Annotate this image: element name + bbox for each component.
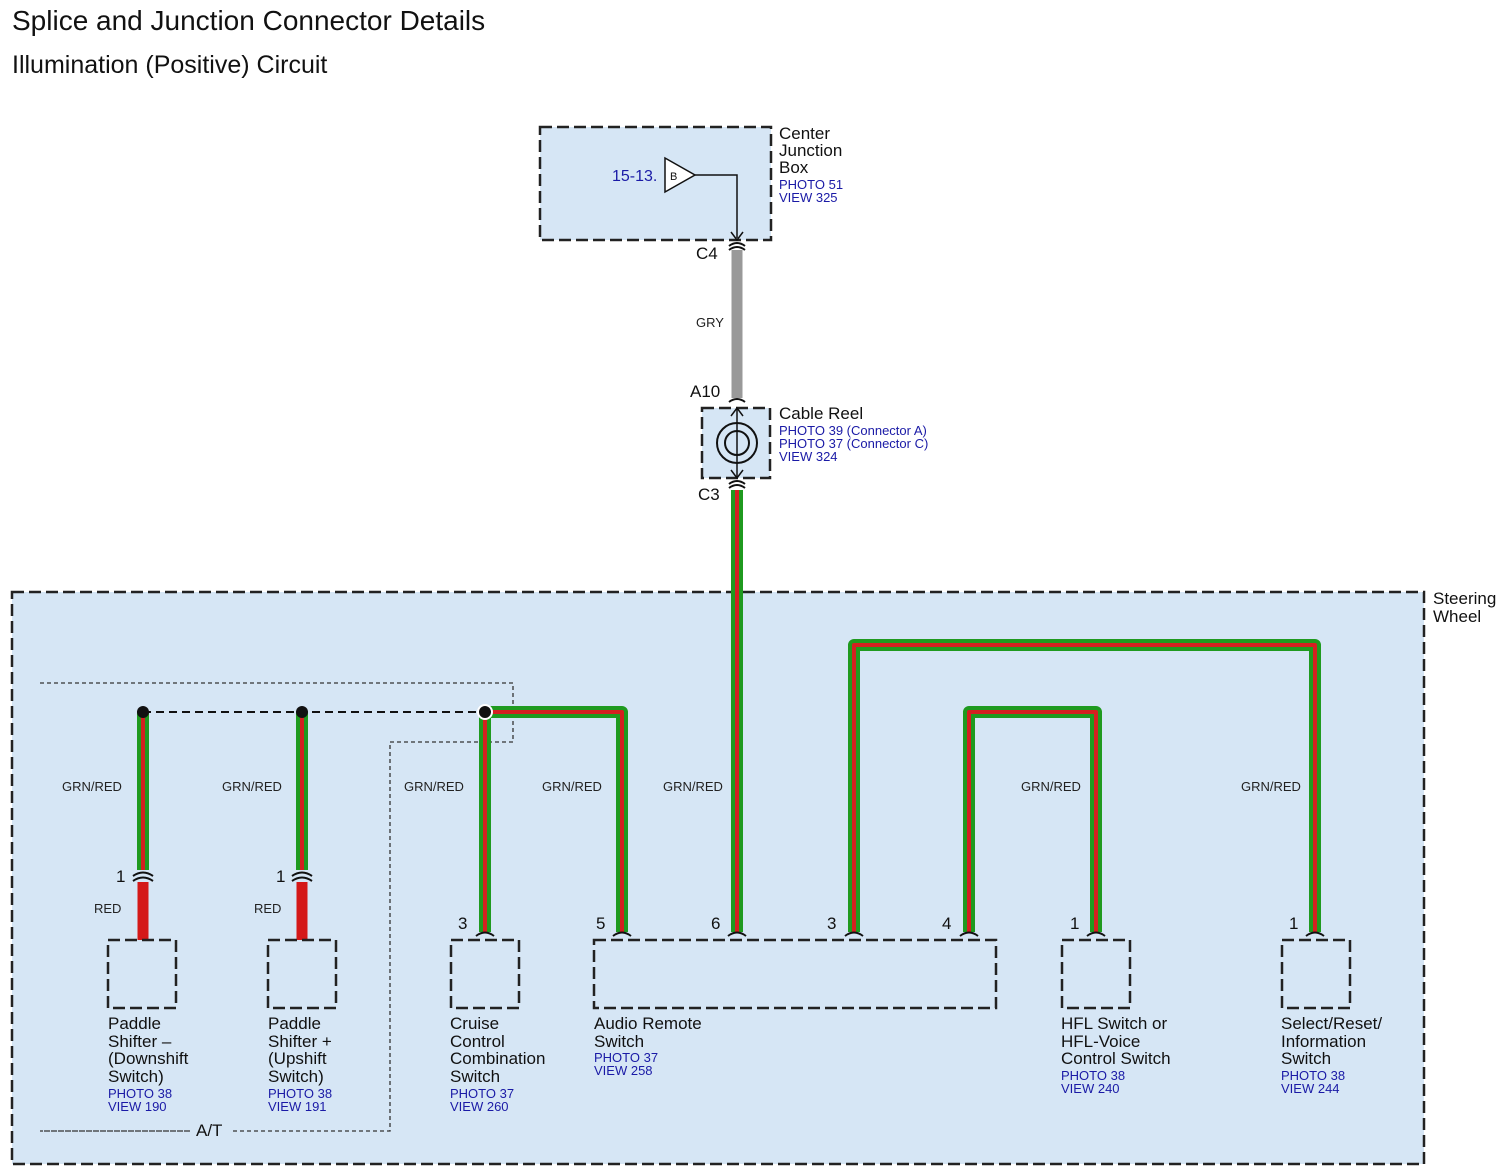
paddle-shifter-plus-refs: PHOTO 38 VIEW 191 (268, 1086, 336, 1114)
wire-label: RED (94, 901, 121, 916)
wire-label: GRN/RED (1241, 779, 1301, 794)
pin-number: 1 (116, 867, 125, 886)
component-terminals (475, 931, 1325, 937)
splice-point (296, 706, 308, 718)
gry-wire-label: GRY (696, 315, 724, 330)
audio-remote-switch-box (592, 938, 998, 1010)
center-junction-box (538, 125, 773, 242)
cruise-control-box (449, 938, 521, 1010)
audio-remote-switch-label: Audio Remote Switch (594, 1014, 706, 1051)
pin-number: 6 (711, 914, 720, 933)
pin-number: 4 (942, 914, 951, 933)
wire-label: GRN/RED (404, 779, 464, 794)
c3-terminal-icon (728, 480, 746, 485)
wire-label: RED (254, 901, 281, 916)
wire-label: GRN/RED (1021, 779, 1081, 794)
c3-connector-label: C3 (698, 485, 720, 504)
hfl-switch-refs: PHOTO 38 VIEW 240 (1061, 1068, 1129, 1096)
c4-terminal-icon (728, 242, 746, 247)
wire-label: GRN/RED (62, 779, 122, 794)
audio-remote-switch-refs: PHOTO 37 VIEW 258 (594, 1050, 662, 1078)
wire-label: GRN/RED (222, 779, 282, 794)
center-junction-box-label: Center Junction Box (779, 124, 847, 177)
internal-wire (695, 174, 738, 238)
splice-point (477, 704, 493, 720)
cruise-control-label: Cruise Control Combination Switch (450, 1014, 550, 1086)
paddle-shifter-minus-refs: PHOTO 38 VIEW 190 (108, 1086, 176, 1114)
wire-arrow-icon (730, 231, 744, 242)
cable-reel-label: Cable Reel (779, 404, 863, 423)
a10-connector-label: A10 (690, 382, 720, 401)
hfl-switch-label: HFL Switch or HFL-Voice Control Switch (1061, 1014, 1172, 1068)
pin-number: 1 (276, 867, 285, 886)
pin-number: 1 (1289, 914, 1298, 933)
paddle-shifter-minus-box (106, 938, 178, 1010)
cruise-control-refs: PHOTO 37 VIEW 260 (450, 1086, 518, 1114)
reel-coil-icon (716, 422, 758, 464)
pin-number: 1 (1070, 914, 1079, 933)
source-arrow-icon (664, 156, 697, 194)
source-arrow-letter: B (670, 171, 677, 183)
steering-wheel-region (10, 590, 1426, 1166)
cable-reel (700, 406, 772, 480)
c4-connector-label: C4 (696, 244, 718, 263)
hfl-switch-box (1060, 938, 1132, 1010)
paddle-shifter-plus-label: Paddle Shifter + (Upshift Switch) (268, 1014, 337, 1086)
select-reset-switch-label: Select/Reset/ Information Switch (1281, 1014, 1387, 1068)
at-group-label: A/T (196, 1121, 222, 1140)
wire-label: GRN/RED (542, 779, 602, 794)
pin-number: 3 (827, 914, 836, 933)
pin-number: 5 (596, 914, 605, 933)
steering-wheel-label: Steering Wheel (1433, 589, 1501, 626)
page-title: Splice and Junction Connector Details (12, 5, 485, 36)
at-group-outline (40, 682, 514, 1132)
circuit-reference: 15-13. (612, 168, 657, 185)
page-subtitle: Illumination (Positive) Circuit (12, 51, 327, 79)
splice-point (137, 706, 149, 718)
wire-label: GRN/RED (663, 779, 723, 794)
select-reset-switch-box (1280, 938, 1352, 1010)
center-junction-box-refs: PHOTO 51 VIEW 325 (779, 177, 847, 205)
paddle-shifter-minus-label: Paddle Shifter – (Downshift Switch) (108, 1014, 193, 1086)
pin-number: 3 (458, 914, 467, 933)
cable-reel-refs: PHOTO 39 (Connector A) PHOTO 37 (Connect… (779, 423, 932, 464)
reel-arrows-icon (730, 406, 744, 480)
paddle-shifter-plus-box (266, 938, 338, 1010)
select-reset-switch-refs: PHOTO 38 VIEW 244 (1281, 1068, 1349, 1096)
